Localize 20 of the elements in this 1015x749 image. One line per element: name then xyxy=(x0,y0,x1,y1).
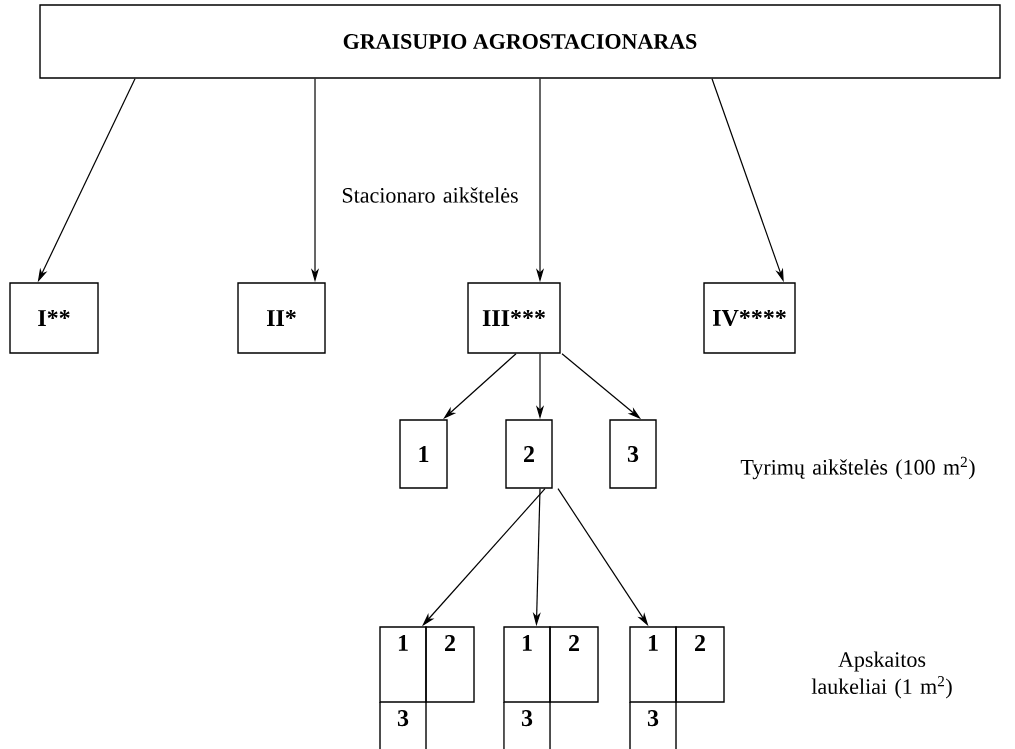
plot-box: IV**** xyxy=(703,282,796,354)
grid-cell: 1 xyxy=(503,626,551,703)
plot-box: 3 xyxy=(609,419,657,489)
plot-box: 1 xyxy=(399,419,448,489)
grid-cell: 3 xyxy=(379,701,427,749)
title-box: GRAISUPIO AGROSTACIONARAS xyxy=(39,4,1001,79)
side-label: Tyrimų aikštelės (100 m$^{2}$) xyxy=(740,456,975,480)
grid-cell: 2 xyxy=(675,626,725,703)
plot-box: II* xyxy=(237,282,326,354)
plot-box: III*** xyxy=(467,282,561,354)
grid-cell: 1 xyxy=(379,626,427,703)
side-label: Apskaitos laukeliai (1 m$^{2}$) xyxy=(811,651,952,699)
grid-cell: 1 xyxy=(629,626,677,703)
grid-cell: 2 xyxy=(425,626,475,703)
grid-cell: 2 xyxy=(549,626,599,703)
grid-cell: 3 xyxy=(503,701,551,749)
side-label: Stacionaro aikštelės xyxy=(342,187,518,203)
grid-cell: 3 xyxy=(629,701,677,749)
plot-box: I** xyxy=(9,282,99,354)
plot-box: 2 xyxy=(505,419,553,489)
